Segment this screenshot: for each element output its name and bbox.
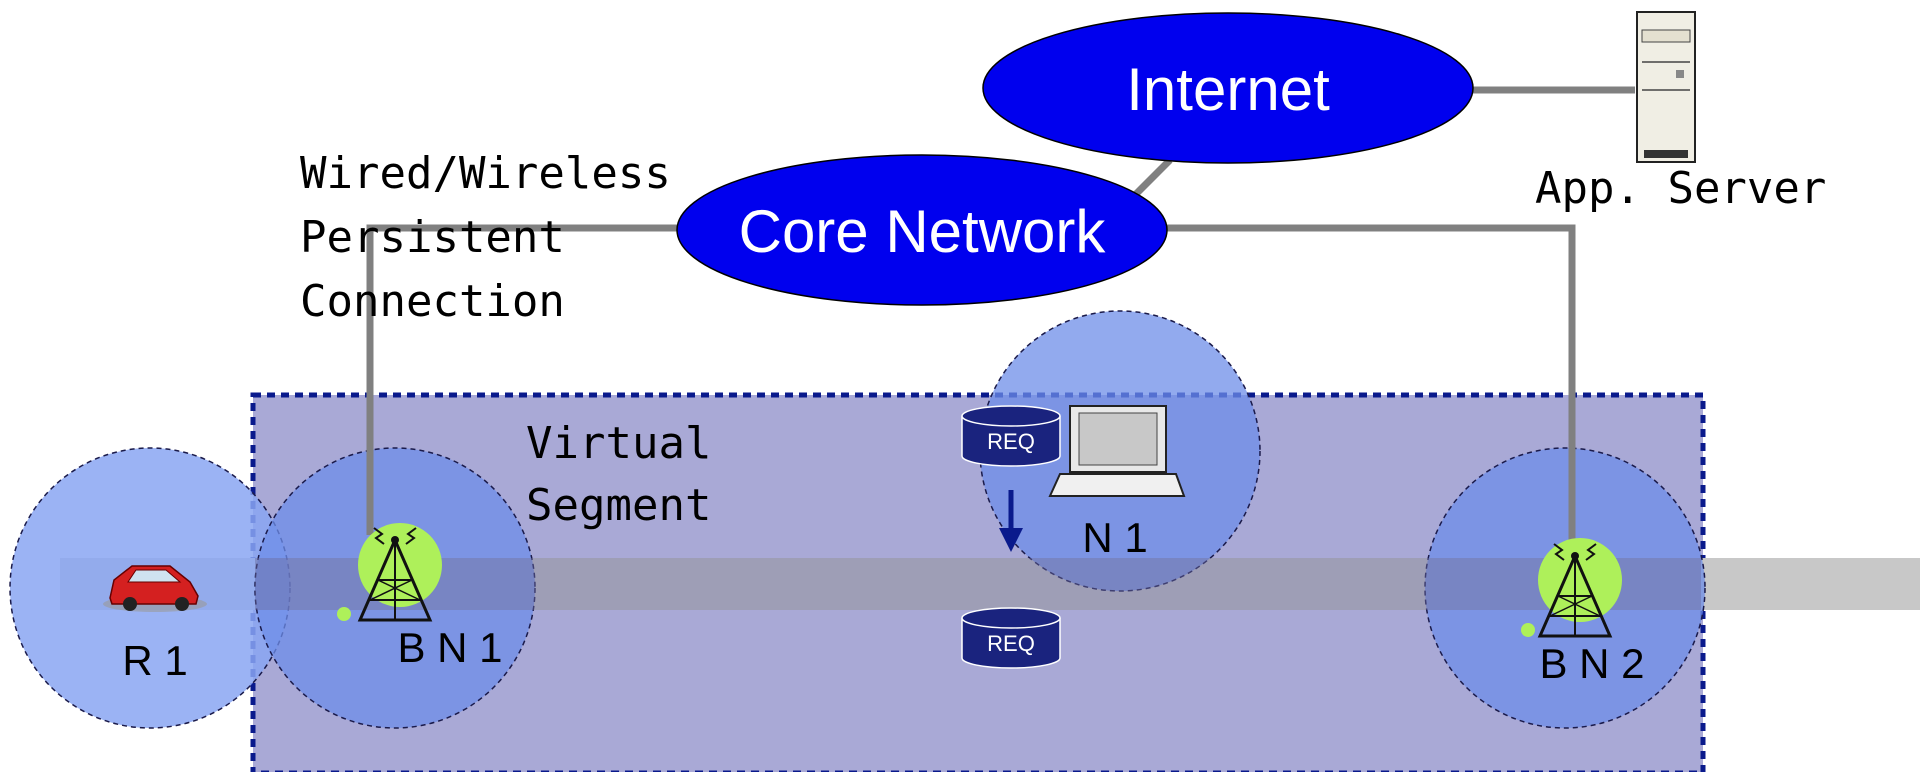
internet-ellipse bbox=[982, 12, 1474, 164]
internet-label: Internet bbox=[1126, 56, 1330, 123]
virtual-segment-label-line1: Virtual bbox=[526, 418, 711, 469]
road-segment-overlay bbox=[255, 558, 1701, 610]
arrow-down-icon bbox=[999, 490, 1023, 552]
req-bottom-database-icon bbox=[961, 607, 1061, 669]
req-top-database-icon bbox=[961, 405, 1061, 467]
app-server-label: App. Server bbox=[1535, 163, 1826, 214]
bn2-antenna-tower-icon bbox=[1521, 538, 1622, 638]
core-network-label: Core Network bbox=[739, 198, 1107, 265]
connection-label-line1: Wired/Wireless bbox=[300, 148, 671, 199]
wired-links bbox=[366, 86, 1635, 568]
server-icon bbox=[1636, 11, 1696, 163]
bn1-label: B N 1 bbox=[397, 624, 502, 671]
car-icon bbox=[103, 565, 207, 612]
req-top-label: REQ bbox=[987, 429, 1035, 454]
link-core-bn2 bbox=[1160, 224, 1576, 568]
virtual-segment-label-line2: Segment bbox=[526, 480, 711, 531]
r1-label: R 1 bbox=[122, 637, 187, 684]
connection-label-line3: Connection bbox=[300, 276, 565, 327]
n1-label: N 1 bbox=[1082, 514, 1147, 561]
connection-label-line2: Persistent bbox=[300, 212, 565, 263]
laptop-icon bbox=[1048, 405, 1186, 497]
core-network-ellipse bbox=[676, 154, 1168, 306]
bn2-label: B N 2 bbox=[1539, 640, 1644, 687]
req-bottom-label: REQ bbox=[987, 631, 1035, 656]
link-core-internet bbox=[1132, 157, 1173, 198]
bn1-antenna-tower-icon bbox=[337, 523, 442, 622]
link-bn1-core bbox=[366, 224, 690, 535]
